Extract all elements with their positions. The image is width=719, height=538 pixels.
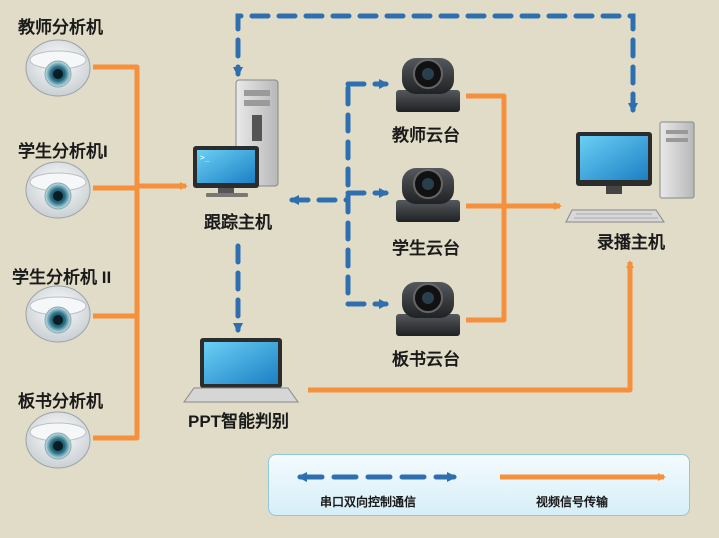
ptz-teacher-icon [396,58,460,112]
legend-video-transfer-label: 视频信号传输 [536,495,609,509]
label-board-ptz: 板书云台 [392,350,460,369]
video-lines [93,64,634,441]
label-tracking-host: 跟踪主机 [204,213,272,232]
camera-student-analyzer-2 [25,285,91,343]
label-recording-host: 录播主机 [597,233,665,252]
ppt-laptop-icon [183,338,299,403]
label-student-analyzer-1: 学生分析机I [18,142,108,161]
label-student-analyzer-2: 学生分析机 II [12,268,112,287]
svg-text:>_: >_ [200,153,210,162]
control-line-recording-to-tracking [233,13,638,113]
tracking-host-icon: >_ [193,79,279,197]
label-ppt-judge: PPT智能判别 [188,412,290,431]
label-board-analyzer: 板书分析机 [18,392,103,411]
video-line-teacher-analyzer [93,64,140,441]
ptz-student-icon [396,168,460,222]
ptz-board-icon [396,282,460,336]
label-teacher-analyzer: 教师分析机 [18,18,103,37]
label-student-ptz: 学生云台 [392,239,460,258]
video-line-ppt-to-recording [308,260,634,393]
camera-teacher-analyzer [25,39,91,97]
legend-serial-control-label: 串口双向控制通信 [320,495,417,509]
control-lines [233,13,638,333]
camera-student-analyzer-1 [25,161,91,219]
camera-board-analyzer [25,411,91,469]
label-teacher-ptz: 教师云台 [392,126,460,145]
recording-host-icon [565,121,695,223]
